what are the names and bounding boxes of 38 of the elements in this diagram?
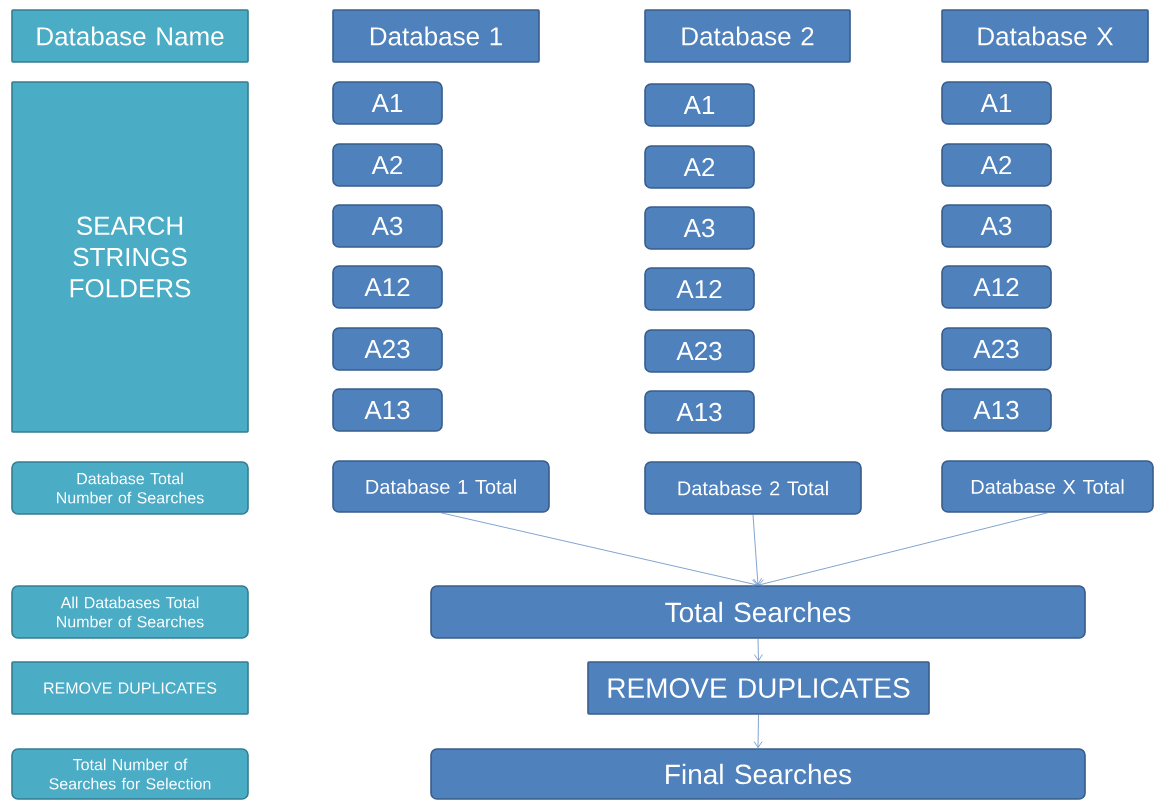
rounded-box: Total Searches	[430, 585, 1086, 639]
arrow	[752, 514, 762, 585]
rounded-box: A1	[332, 81, 443, 125]
rounded-box: Database X Total	[941, 460, 1154, 513]
rounded-box: A2	[644, 145, 755, 189]
rounded-box: A23	[941, 327, 1052, 371]
arrow	[754, 638, 763, 661]
rounded-box: A23	[644, 329, 755, 373]
rounded-box: Database 2 Total	[644, 461, 862, 515]
label-box: SEARCH STRINGS FOLDERS	[11, 81, 249, 433]
rounded-box: Database 1 Total	[332, 460, 550, 513]
label-box: Database X	[941, 9, 1149, 63]
rounded-box: A12	[332, 265, 443, 309]
rounded-box: A2	[941, 143, 1052, 187]
rounded-box: A3	[332, 204, 443, 248]
rounded-box: A1	[941, 81, 1052, 125]
arrow	[758, 512, 1048, 588]
rounded-box: Database Total Number of Searches	[11, 461, 249, 515]
rounded-box: A12	[644, 267, 755, 311]
rounded-box: A13	[941, 388, 1052, 432]
rounded-box: A1	[644, 83, 755, 127]
label-box: Database Name	[11, 9, 249, 63]
rounded-box: A3	[644, 206, 755, 250]
rounded-box: A12	[941, 265, 1052, 309]
label-box: Database 2	[644, 9, 851, 63]
rounded-box: A3	[941, 204, 1052, 248]
label-box: REMOVE DUPLICATES	[11, 661, 249, 715]
rounded-box: Final Searches	[430, 748, 1086, 800]
rounded-box: A23	[332, 327, 443, 371]
label-box: REMOVE DUPLICATES	[587, 661, 930, 715]
label-box: Database 1	[332, 9, 540, 63]
arrow	[440, 512, 758, 588]
rounded-box: A2	[332, 143, 443, 187]
rounded-box: A13	[332, 388, 443, 432]
rounded-box: Total Number of Searches for Selection	[11, 748, 249, 800]
rounded-box: A13	[644, 390, 755, 434]
rounded-box: All Databases Total Number of Searches	[11, 585, 249, 639]
arrow	[753, 714, 763, 748]
